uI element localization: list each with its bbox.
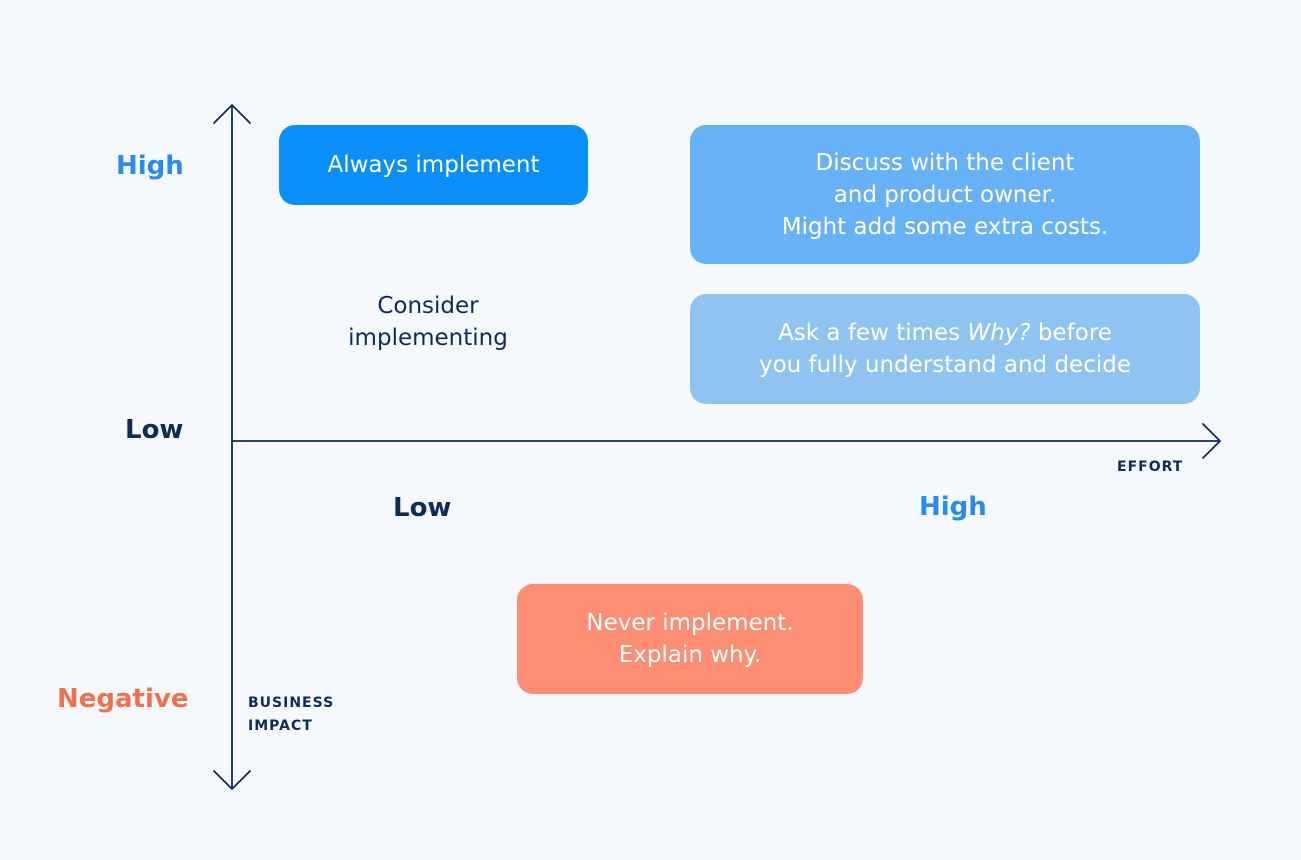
- consider-implementing-text: Consider implementing: [318, 290, 538, 354]
- always-implement-text: Always implement: [327, 152, 540, 178]
- x-axis-title: EFFORT: [1117, 459, 1184, 475]
- ask-why-box: Ask a few times Why? before you fully un…: [690, 294, 1200, 404]
- ask-line-1-after: before: [1030, 320, 1112, 346]
- y-axis-title: BUSINESS IMPACT: [248, 692, 334, 738]
- ask-line-2: you fully understand and decide: [758, 352, 1131, 378]
- y-label-negative: Negative: [57, 684, 189, 714]
- ask-line-1-why: Why?: [967, 320, 1031, 346]
- discuss-line-2: and product owner.: [833, 181, 1057, 208]
- y-axis-title-line1: BUSINESS: [248, 695, 335, 711]
- always-implement-box: Always implement: [279, 125, 588, 205]
- x-label-low: Low: [393, 493, 452, 523]
- consider-line-1: Consider: [377, 293, 479, 319]
- discuss-box: Discuss with the client and product owne…: [690, 125, 1200, 264]
- discuss-line-1: Discuss with the client: [815, 149, 1075, 176]
- y-axis-arrow-down: [213, 770, 251, 790]
- x-label-high: High: [919, 492, 987, 522]
- never-implement-box: Never implement. Explain why.: [517, 584, 863, 694]
- y-label-high: High: [116, 151, 184, 181]
- discuss-line-3: Might add some extra costs.: [781, 213, 1109, 240]
- never-line-1: Never implement.: [586, 610, 794, 636]
- y-axis-arrow-up: [213, 104, 251, 124]
- y-axis-title-line2: IMPACT: [248, 718, 313, 734]
- y-label-low: Low: [125, 415, 184, 445]
- ask-line-1-before: Ask a few times: [778, 320, 968, 346]
- never-line-2: Explain why.: [618, 642, 762, 668]
- consider-line-2: implementing: [348, 325, 508, 351]
- ask-line-1: Ask a few times Why? before: [778, 317, 1112, 349]
- x-axis-arrow-right: [1202, 423, 1221, 459]
